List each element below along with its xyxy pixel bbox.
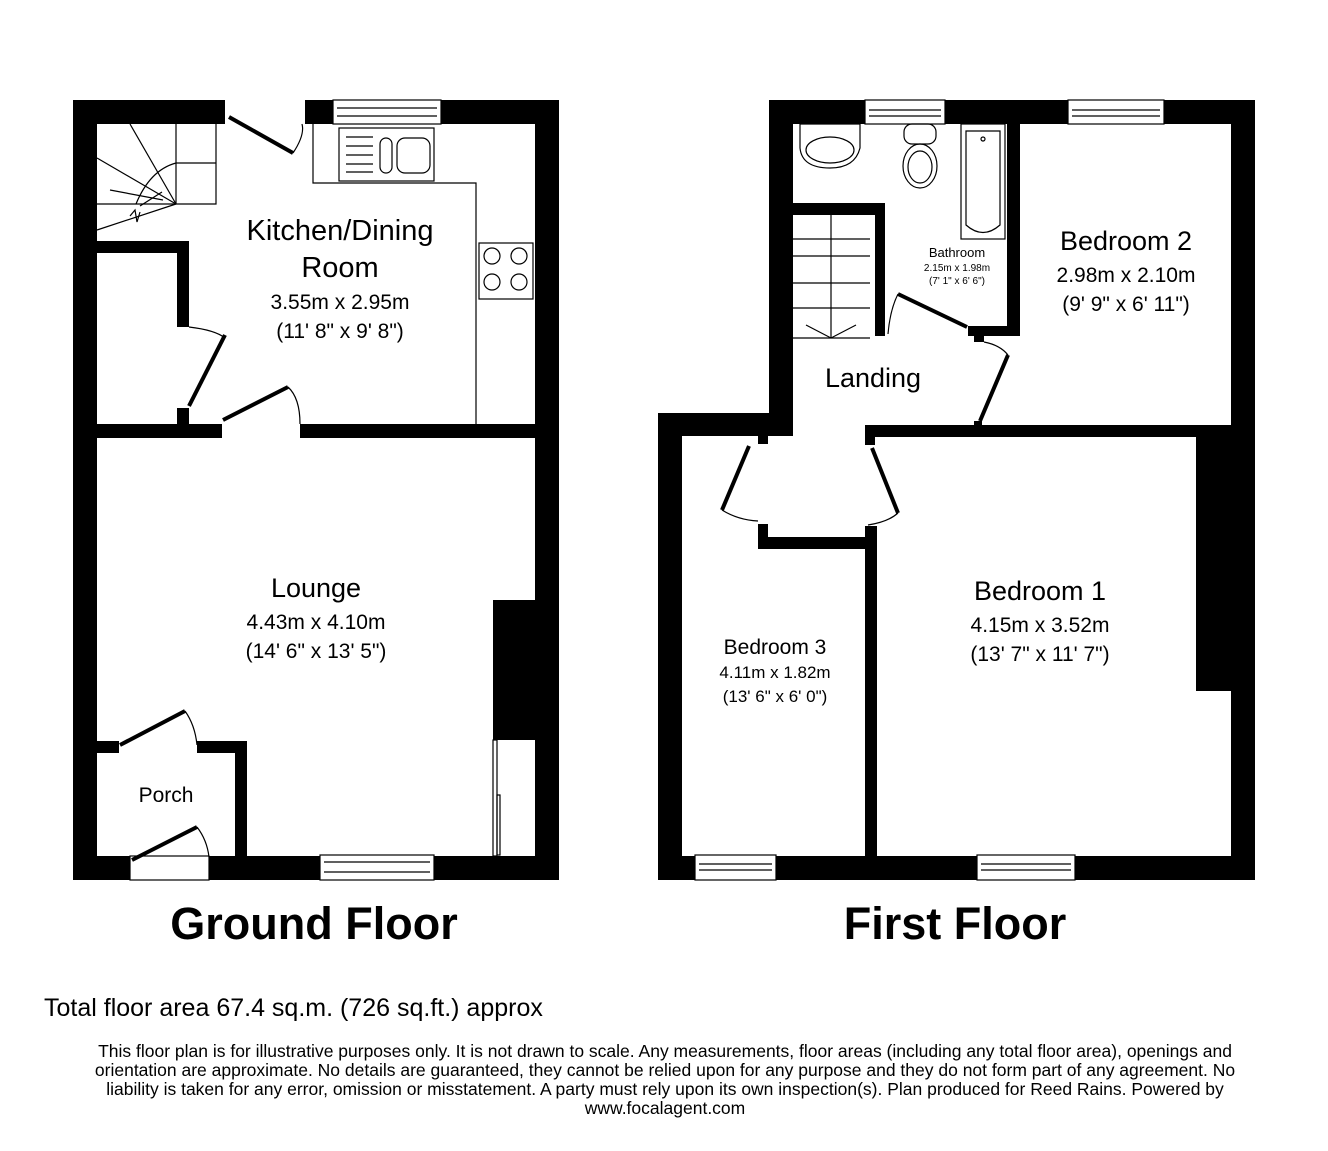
disclaimer-line-3: liability is taken for any error, omissi… <box>106 1079 1224 1099</box>
bathroom-room-name: Bathroom <box>928 245 986 260</box>
kitchen-room-name-line1: Kitchen/Dining <box>246 215 434 247</box>
ground-floor-title: Ground Floor <box>170 898 458 949</box>
bedroom3-dimensions-metric: 4.11m x 1.82m <box>719 663 831 682</box>
disclaimer: This floor plan is for illustrative purp… <box>30 1042 1300 1118</box>
lounge-dimensions-imperial: (14' 6" x 13' 5") <box>245 640 387 663</box>
bedroom2-dimensions-imperial: (9' 9" x 6' 11") <box>1062 293 1190 316</box>
bedroom3-dimensions-imperial: (13' 6" x 6' 0") <box>722 687 828 706</box>
bedroom1-dimensions-imperial: (13' 7" x 11' 7") <box>970 643 1110 666</box>
ground-floor-fixtures <box>96 99 534 881</box>
porch-room-name: Porch <box>138 784 194 807</box>
bedroom2-dimensions-metric: 2.98m x 2.10m <box>1056 264 1196 287</box>
ground-floor-doors <box>119 115 304 862</box>
kitchen-dimensions-imperial: (11' 8" x 9' 8") <box>276 320 404 343</box>
first-floor-fixtures <box>694 99 1165 881</box>
bedroom3-room-name: Bedroom 3 <box>723 636 827 659</box>
bedroom1-dimensions-metric: 4.15m x 3.52m <box>970 614 1110 637</box>
kitchen-room-name-line2: Room <box>301 252 379 284</box>
first-floor-walls <box>658 100 1255 880</box>
kitchen-dimensions-metric: 3.55m x 2.95m <box>270 291 410 314</box>
bathroom-dimensions-imperial: (7' 1" x 6' 6") <box>929 276 985 287</box>
disclaimer-line-2: orientation are approximate. No details … <box>94 1060 1236 1080</box>
lounge-room-name: Lounge <box>270 573 362 603</box>
bathroom-dimensions-metric: 2.15m x 1.98m <box>923 263 991 274</box>
disclaimer-line-1: This floor plan is for illustrative purp… <box>98 1041 1232 1061</box>
bedroom1-room-name: Bedroom 1 <box>973 576 1107 606</box>
bedroom2-room-name: Bedroom 2 <box>1059 226 1193 256</box>
disclaimer-line-4: www.focalagent.com <box>584 1098 746 1118</box>
first-floor-title: First Floor <box>843 898 1067 949</box>
landing-room-name: Landing <box>824 363 922 393</box>
total-floor-area: Total floor area 67.4 sq.m. (726 sq.ft.)… <box>44 994 543 1022</box>
lounge-dimensions-metric: 4.43m x 4.10m <box>246 611 386 634</box>
first-floor-doors <box>720 292 1010 526</box>
